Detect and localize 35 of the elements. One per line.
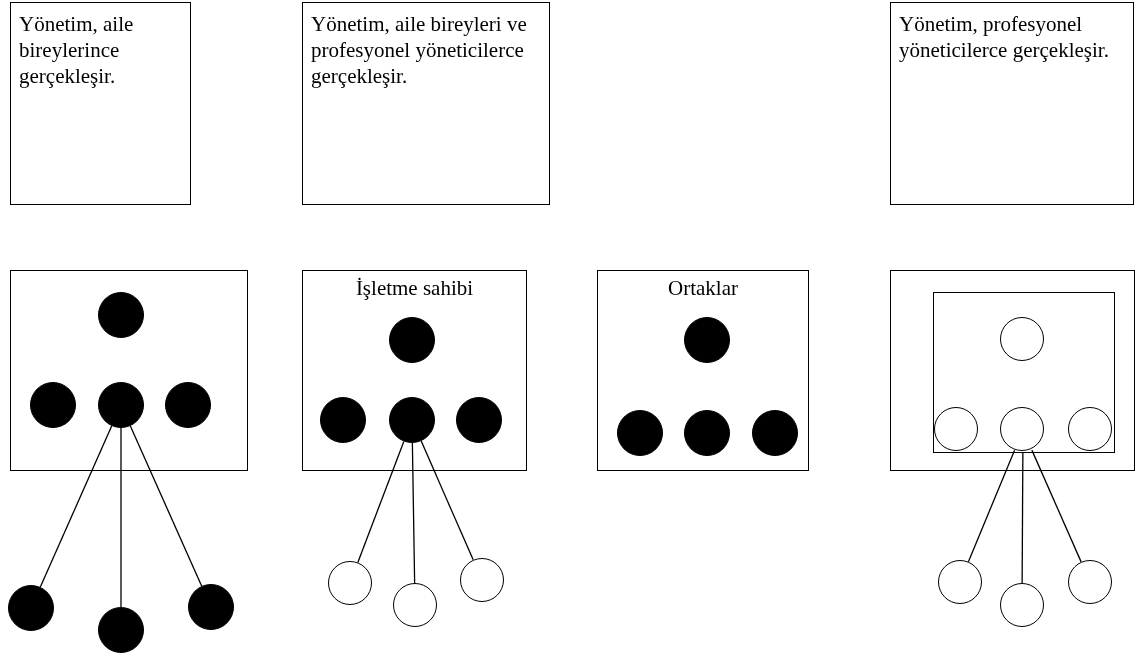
open-circle — [393, 583, 437, 627]
open-circle — [1000, 583, 1044, 627]
group-label: Ortaklar — [667, 275, 739, 301]
group-box — [10, 270, 248, 471]
filled-circle — [8, 585, 54, 631]
text-box — [890, 2, 1134, 205]
filled-circle — [188, 584, 234, 630]
connector-line — [39, 425, 113, 588]
connector-line — [1031, 449, 1082, 563]
description-text: Yönetim, aile bireyleri ve profesyonel yöneticilerce gerçekleşir. — [311, 11, 528, 89]
text-box — [10, 2, 191, 205]
open-circle — [1000, 407, 1044, 451]
connector-line — [357, 440, 405, 564]
open-circle — [934, 407, 978, 451]
group-box — [302, 270, 527, 471]
connector-line — [420, 440, 474, 561]
description-text: Yönetim, aile bireylerince gerçekleşir. — [19, 11, 135, 89]
open-circle — [1068, 560, 1112, 604]
group-label: İşletme sahibi — [354, 275, 475, 301]
connector-line — [120, 427, 122, 608]
connector-line — [129, 425, 203, 587]
connector-line — [967, 449, 1016, 563]
open-circle — [1068, 407, 1112, 451]
text-box — [302, 2, 550, 205]
connector-line — [1021, 451, 1024, 584]
filled-circle — [98, 607, 144, 653]
open-circle — [1000, 317, 1044, 361]
open-circle — [460, 558, 504, 602]
open-circle — [938, 560, 982, 604]
group-box — [932, 291, 1115, 453]
group-box — [597, 270, 809, 471]
group-box — [890, 270, 1135, 471]
connector-line — [411, 442, 416, 584]
open-circle — [328, 561, 372, 605]
description-text: Yönetim, profesyonel yöneticilerce gerçekleşir. — [899, 11, 1110, 63]
